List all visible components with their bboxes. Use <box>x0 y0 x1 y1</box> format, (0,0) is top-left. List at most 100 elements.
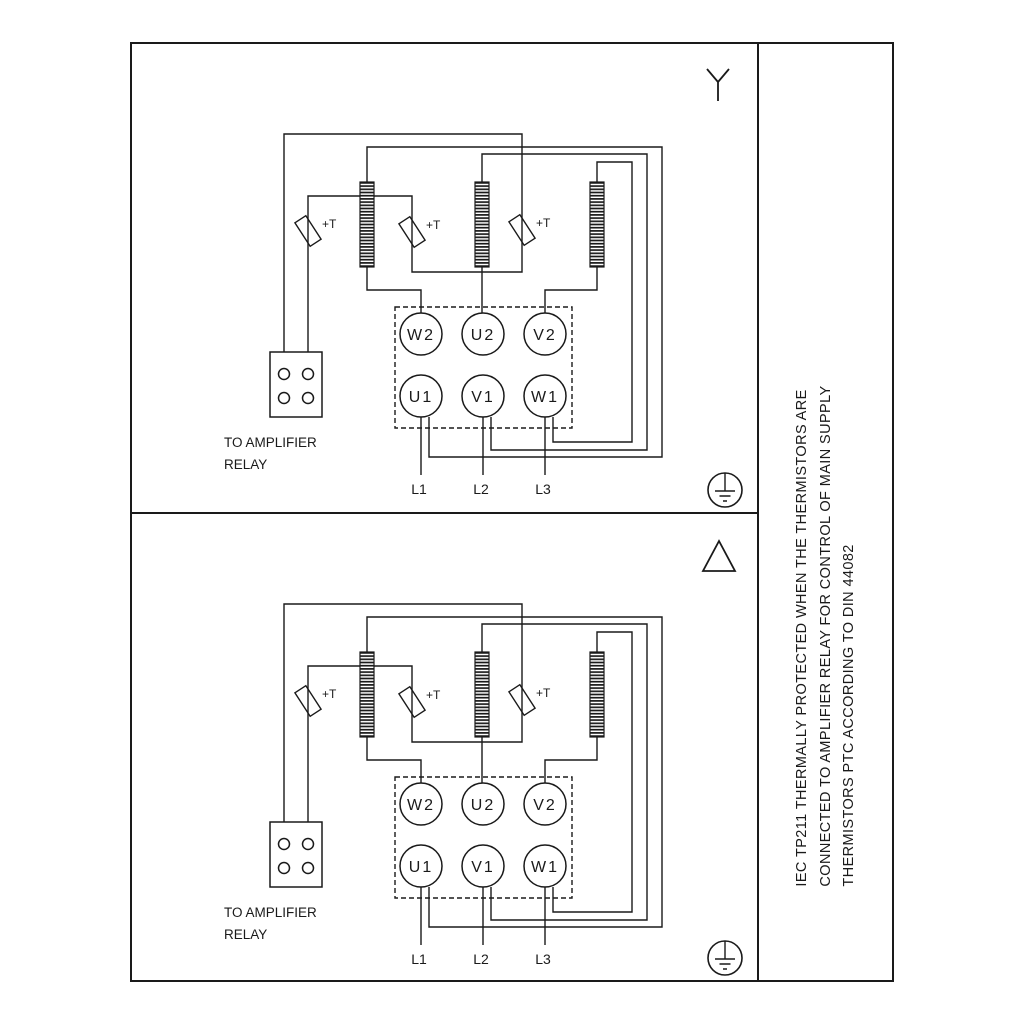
relay-contact <box>301 861 315 875</box>
relay-caption-line2: RELAY <box>224 457 267 472</box>
terminal-w2-label: W2 <box>407 797 435 814</box>
terminal-w1: W1 <box>523 374 567 418</box>
earth-ground-icon <box>707 940 743 976</box>
thermistor-label: +T <box>322 687 337 701</box>
sidebar-note-line2: CONNECTED TO AMPLIFIER RELAY FOR CONTROL… <box>816 385 833 887</box>
delta-symbol-icon <box>701 539 737 572</box>
star-wye-symbol-icon <box>706 68 730 101</box>
terminal-u1: U1 <box>399 374 443 418</box>
terminal-w2-label: W2 <box>407 327 435 344</box>
relay-contact <box>277 861 291 875</box>
terminal-w2: W2 <box>399 782 443 826</box>
diagram-frame: +T +T +T TO AMPLIFIER RELAY W2 <box>130 42 894 982</box>
earth-ground-icon <box>707 472 743 508</box>
terminal-board: W2 U2 V2 U1 V1 <box>394 306 573 429</box>
terminal-u2: U2 <box>461 782 505 826</box>
winding-coil-3 <box>589 651 605 738</box>
notes-sidebar: IEC TP211 THERMALLY PROTECTED WHEN THE T… <box>759 44 892 980</box>
terminal-w1-label: W1 <box>531 389 559 406</box>
terminal-u2-label: U2 <box>471 797 495 814</box>
terminal-u1-label: U1 <box>409 859 433 876</box>
terminal-v1: V1 <box>461 844 505 888</box>
thermistor-circuit-wire <box>283 603 523 822</box>
winding2-return-wire <box>481 623 648 921</box>
terminal-w2: W2 <box>399 312 443 356</box>
wiring <box>283 133 663 475</box>
thermistor-symbol-3 <box>507 683 537 717</box>
terminal-board: W2 U2 V2 U1 V1 <box>394 776 573 899</box>
thermistor-label: +T <box>426 218 441 232</box>
motor-windings <box>359 181 605 268</box>
delta-connection-panel: +T +T +T TO AMPLIFIER RELAY W2 <box>132 514 759 980</box>
thermistor-symbol-1 <box>293 684 323 718</box>
winding-coil-1 <box>359 181 375 268</box>
thermistor-symbol-2 <box>397 685 427 719</box>
terminal-v1-label: V1 <box>471 859 495 876</box>
terminal-board-outline <box>394 776 573 899</box>
terminal-w1: W1 <box>523 844 567 888</box>
wiring <box>283 603 663 945</box>
thermistor-label: +T <box>426 688 441 702</box>
thermistor-label: +T <box>536 686 551 700</box>
supply-label-l3: L3 <box>535 951 551 967</box>
terminal-v2: V2 <box>523 312 567 356</box>
relay-contact <box>301 391 315 405</box>
amplifier-relay-box <box>269 351 323 418</box>
winding-coil-2 <box>474 181 490 268</box>
terminal-w1-label: W1 <box>531 859 559 876</box>
relay-outline <box>269 351 323 418</box>
terminal-u2: U2 <box>461 312 505 356</box>
star-connection-panel: +T +T +T TO AMPLIFIER RELAY W2 <box>132 44 759 514</box>
sidebar-note: IEC TP211 THERMALLY PROTECTED WHEN THE T… <box>790 385 861 886</box>
winding3-terminal-wire <box>544 737 598 783</box>
delta-wiring-diagram: +T +T +T TO AMPLIFIER RELAY W2 <box>224 539 743 976</box>
relay-contact <box>301 837 315 851</box>
thermistor-symbol-2 <box>397 215 427 249</box>
sidebar-note-line1: IEC TP211 THERMALLY PROTECTED WHEN THE T… <box>793 389 810 887</box>
relay-caption-line1: TO AMPLIFIER <box>224 905 317 920</box>
winding-coil-2 <box>474 651 490 738</box>
relay-contact <box>277 391 291 405</box>
motor-windings <box>359 651 605 738</box>
sidebar-note-line3: THERMISTORS PTC ACCORDING TO DIN 44082 <box>840 544 857 887</box>
thermistors <box>293 213 537 249</box>
winding1-terminal-wire <box>366 737 422 783</box>
relay-outline <box>269 821 323 888</box>
winding3-terminal-wire <box>544 267 598 313</box>
thermistor-label: +T <box>322 217 337 231</box>
winding1-return-wire <box>366 146 663 458</box>
terminal-board-outline <box>394 306 573 429</box>
thermistor-circuit-wire <box>283 133 523 352</box>
supply-label-l1: L1 <box>411 951 427 967</box>
supply-label-l1: L1 <box>411 481 427 497</box>
winding2-return-wire <box>481 153 648 451</box>
supply-wires <box>420 417 546 475</box>
thermistor-symbol-1 <box>293 214 323 248</box>
relay-contact <box>301 367 315 381</box>
relay-caption-line2: RELAY <box>224 927 267 942</box>
supply-label-l3: L3 <box>535 481 551 497</box>
relay-contact <box>277 367 291 381</box>
terminal-u1-label: U1 <box>409 389 433 406</box>
terminal-v1-label: V1 <box>471 389 495 406</box>
thermistors <box>293 683 537 719</box>
supply-label-l2: L2 <box>473 951 489 967</box>
star-wiring-diagram: +T +T +T TO AMPLIFIER RELAY W2 <box>224 68 743 508</box>
terminal-v2: V2 <box>523 782 567 826</box>
amplifier-relay-box <box>269 821 323 888</box>
relay-caption-line1: TO AMPLIFIER <box>224 435 317 450</box>
supply-wires <box>420 887 546 945</box>
winding-coil-3 <box>589 181 605 268</box>
winding-coil-1 <box>359 651 375 738</box>
winding1-terminal-wire <box>366 267 422 313</box>
terminal-v2-label: V2 <box>533 327 557 344</box>
winding3-return-wire <box>552 161 633 443</box>
winding1-return-wire <box>366 616 663 928</box>
terminal-u1: U1 <box>399 844 443 888</box>
terminal-v1: V1 <box>461 374 505 418</box>
thermistor-label: +T <box>536 216 551 230</box>
relay-contact <box>277 837 291 851</box>
supply-label-l2: L2 <box>473 481 489 497</box>
terminal-v2-label: V2 <box>533 797 557 814</box>
winding3-return-wire <box>552 631 633 913</box>
